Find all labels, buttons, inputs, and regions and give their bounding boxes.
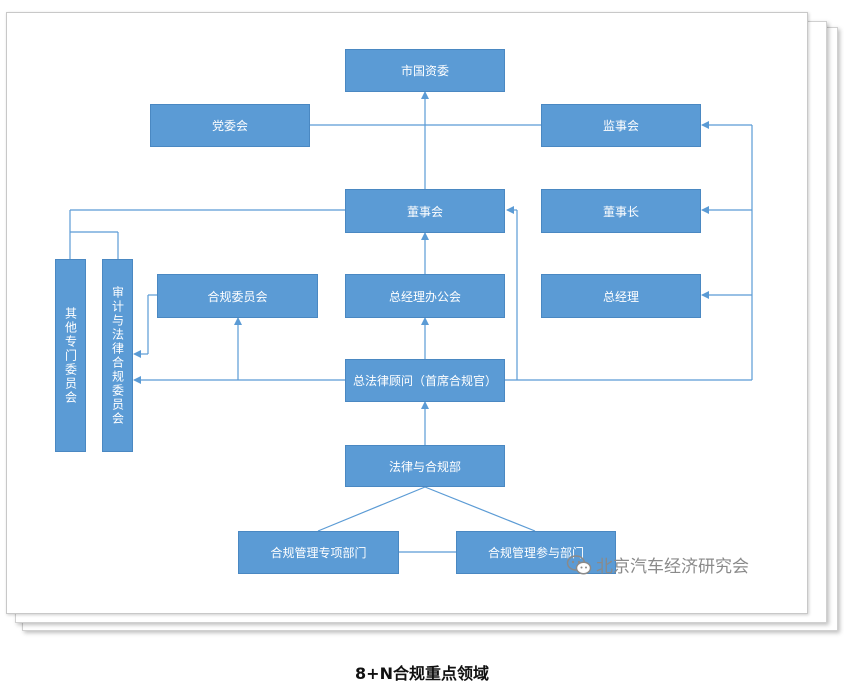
node-compliance-committee: 合规委员会	[157, 274, 318, 318]
node-general-counsel: 总法律顾问（首席合规官）	[345, 359, 505, 402]
node-party-committee: 党委会	[150, 104, 310, 147]
watermark-text: 北京汽车经济研究会	[596, 557, 749, 577]
node-chairman: 董事长	[541, 189, 701, 233]
node-general-manager: 总经理	[541, 274, 701, 318]
node-board: 董事会	[345, 189, 505, 233]
node-compliance-special-dept: 合规管理专项部门	[238, 531, 399, 574]
node-supervisory-board: 监事会	[541, 104, 701, 147]
wechat-icon	[566, 554, 592, 575]
node-sasac: 市国资委	[345, 49, 505, 92]
node-legal-compliance-dept: 法律与合规部	[345, 445, 505, 487]
node-gm-office-meeting: 总经理办公会	[345, 274, 505, 318]
caption: 8+N合规重点领域	[355, 664, 489, 683]
node-other-committees: 其他专门委员会	[55, 259, 86, 452]
node-audit-law-committee: 审计与法律合规委员会	[102, 259, 133, 452]
watermark: 北京汽车经济研究会	[566, 552, 749, 577]
